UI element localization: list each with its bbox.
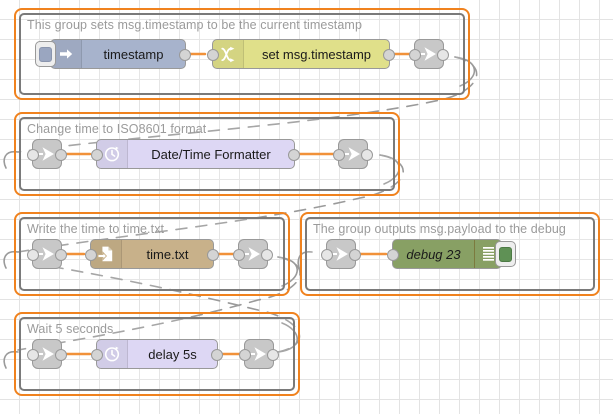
link-port[interactable] xyxy=(361,149,373,161)
node-label: Date/Time Formatter xyxy=(151,146,271,162)
link-port[interactable] xyxy=(27,349,39,361)
node-link-out-3[interactable] xyxy=(233,239,273,269)
node-debug-23[interactable]: debug 23 xyxy=(387,239,516,269)
debug-lines-icon xyxy=(474,240,501,268)
link-port[interactable] xyxy=(267,349,279,361)
input-port[interactable] xyxy=(91,349,103,361)
inject-arrow-icon xyxy=(51,40,82,68)
output-port[interactable] xyxy=(55,149,67,161)
node-label: time.txt xyxy=(146,246,189,262)
link-port[interactable] xyxy=(321,249,333,261)
link-in-icon xyxy=(38,347,54,361)
output-port[interactable] xyxy=(55,249,67,261)
output-port[interactable] xyxy=(383,49,395,61)
link-out-icon xyxy=(250,347,266,361)
node-change-set-msg-timestamp[interactable]: set msg.timestamp xyxy=(207,39,395,69)
node-link-in-5[interactable] xyxy=(27,339,67,369)
link-in-icon xyxy=(332,247,348,261)
inject-trigger-button[interactable] xyxy=(35,41,56,67)
node-label: debug 23 xyxy=(406,246,461,262)
group-label: The group outputs msg.payload to the deb… xyxy=(313,222,566,236)
node-inject-timestamp[interactable]: timestamp xyxy=(35,39,191,69)
input-port[interactable] xyxy=(91,149,103,161)
link-out-icon xyxy=(420,47,436,61)
debug-enable-toggle[interactable] xyxy=(495,241,516,267)
output-port[interactable] xyxy=(179,49,191,61)
group-label: This group sets msg.timestamp to be the … xyxy=(27,18,362,32)
node-date-time-formatter[interactable]: Date/Time Formatter xyxy=(91,139,300,169)
input-port[interactable] xyxy=(387,249,399,261)
node-link-out-2[interactable] xyxy=(333,139,373,169)
output-port[interactable] xyxy=(55,349,67,361)
input-port[interactable] xyxy=(333,149,345,161)
node-file-time-txt[interactable]: time.txt xyxy=(85,239,219,269)
link-port[interactable] xyxy=(261,249,273,261)
node-label: timestamp xyxy=(103,46,164,62)
output-port[interactable] xyxy=(211,349,223,361)
output-port[interactable] xyxy=(349,249,361,261)
link-port[interactable] xyxy=(27,249,39,261)
link-in-icon xyxy=(38,147,54,161)
link-out-icon xyxy=(244,247,260,261)
node-label: set msg.timestamp xyxy=(261,46,372,62)
node-link-in-4[interactable] xyxy=(321,239,361,269)
group-label: Change time to ISO8601 format xyxy=(27,122,207,136)
link-in-icon xyxy=(38,247,54,261)
output-port[interactable] xyxy=(288,149,300,161)
group-label: Wait 5 seconds xyxy=(27,322,114,336)
link-out-icon xyxy=(344,147,360,161)
link-port[interactable] xyxy=(27,149,39,161)
node-link-out-1[interactable] xyxy=(409,39,449,69)
input-port[interactable] xyxy=(85,249,97,261)
node-link-out-5[interactable] xyxy=(239,339,279,369)
node-link-in-2[interactable] xyxy=(27,139,67,169)
input-port[interactable] xyxy=(409,49,421,61)
node-delay-5s[interactable]: delay 5s xyxy=(91,339,223,369)
input-port[interactable] xyxy=(207,49,219,61)
group-label: Write the time to time.txt xyxy=(27,222,165,236)
input-port[interactable] xyxy=(239,349,251,361)
node-link-in-3[interactable] xyxy=(27,239,67,269)
input-port[interactable] xyxy=(233,249,245,261)
debug-toggle-swatch xyxy=(499,246,512,262)
output-port[interactable] xyxy=(207,249,219,261)
node-label: delay 5s xyxy=(148,346,197,362)
inject-button-swatch xyxy=(39,46,52,62)
link-port[interactable] xyxy=(437,49,449,61)
